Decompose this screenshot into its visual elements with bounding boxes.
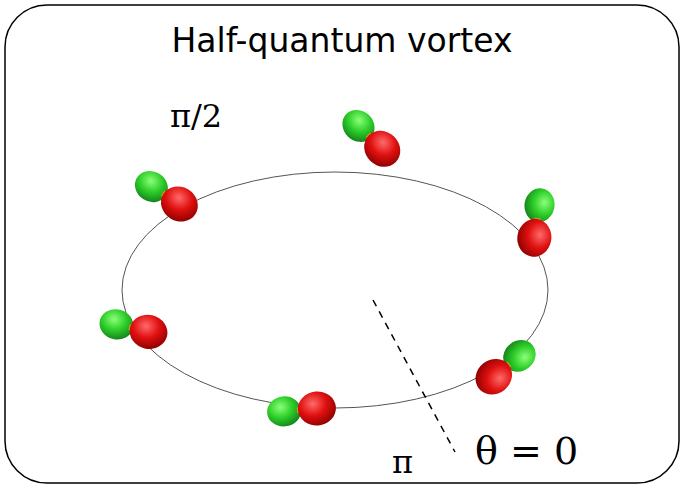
order-parameter bbox=[266, 390, 338, 430]
order-parameter bbox=[96, 304, 171, 353]
order-parameter bbox=[334, 102, 407, 174]
order-parameter bbox=[128, 163, 205, 228]
frame bbox=[5, 5, 679, 483]
reference-line bbox=[373, 300, 455, 452]
angle-label: θ = 0 bbox=[475, 432, 578, 470]
angle-label: π/2 bbox=[170, 100, 222, 132]
angle-label: π bbox=[392, 446, 413, 478]
order-parameter bbox=[515, 186, 559, 259]
order-parameter bbox=[468, 332, 543, 402]
diagram-title: Half-quantum vortex bbox=[172, 24, 513, 57]
